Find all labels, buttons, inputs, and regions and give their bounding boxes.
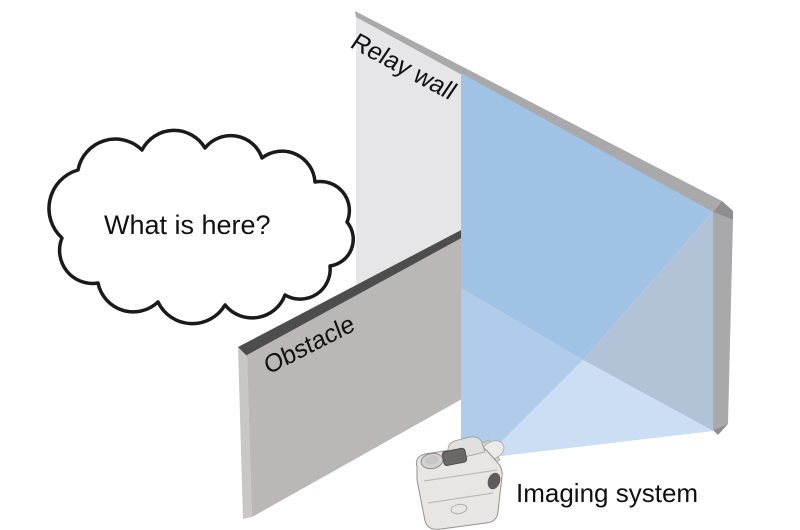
- imaging-system-label: Imaging system: [516, 478, 699, 508]
- camera-seam-line: [423, 469, 498, 482]
- relay-wall-face: [356, 16, 461, 286]
- relay-wall-right-edge: [713, 212, 733, 430]
- obstacle: [238, 228, 465, 519]
- camera-seam-line-2: [427, 492, 494, 504]
- obstacle-top-edge: [238, 228, 465, 356]
- camera-icon: [415, 436, 505, 530]
- camera-hot-shoe: [441, 447, 468, 466]
- camera-back-detail: [450, 503, 468, 515]
- cone-upper-region: [461, 73, 713, 360]
- cone-left-region: [461, 288, 583, 458]
- light-cone: [461, 73, 713, 458]
- relay-wall-top-edge: [355, 11, 722, 212]
- obstacle-side-edge: [238, 347, 252, 519]
- thought-text: What is here?: [104, 210, 271, 240]
- thought-cloud: [47, 128, 355, 326]
- camera-side-port: [487, 472, 501, 490]
- cone-right-region: [583, 212, 713, 431]
- cone-lower-region: [485, 360, 713, 458]
- obstacle-face: [247, 236, 465, 517]
- relay-wall-top-right-corner: [713, 201, 733, 220]
- thought-cloud-outline: [47, 128, 355, 326]
- relay-wall: [355, 11, 733, 435]
- relay-wall-bottom-right-corner: [713, 424, 728, 435]
- camera-mode-dial-top: [425, 455, 439, 465]
